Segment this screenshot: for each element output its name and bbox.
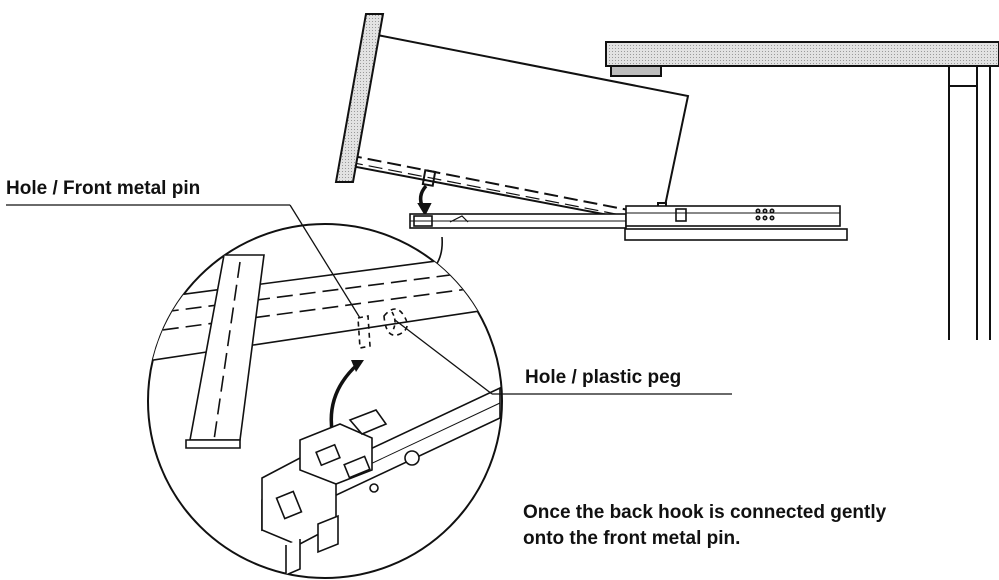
plastic-peg-label: Hole / plastic peg	[525, 367, 682, 388]
instruction-text: Once the back hook is connected gently o…	[523, 500, 886, 552]
front-metal-pin-label: Hole / Front metal pin	[6, 178, 201, 199]
tabletop	[605, 41, 999, 340]
drawer	[334, 13, 690, 227]
drawer-slide	[409, 205, 848, 241]
detail-magnifier	[147, 223, 503, 579]
instruction-line-2: onto the front metal pin.	[523, 528, 741, 549]
instruction-line-1: Once the back hook is connected gently	[523, 502, 887, 523]
callout-leaders	[6, 204, 732, 395]
